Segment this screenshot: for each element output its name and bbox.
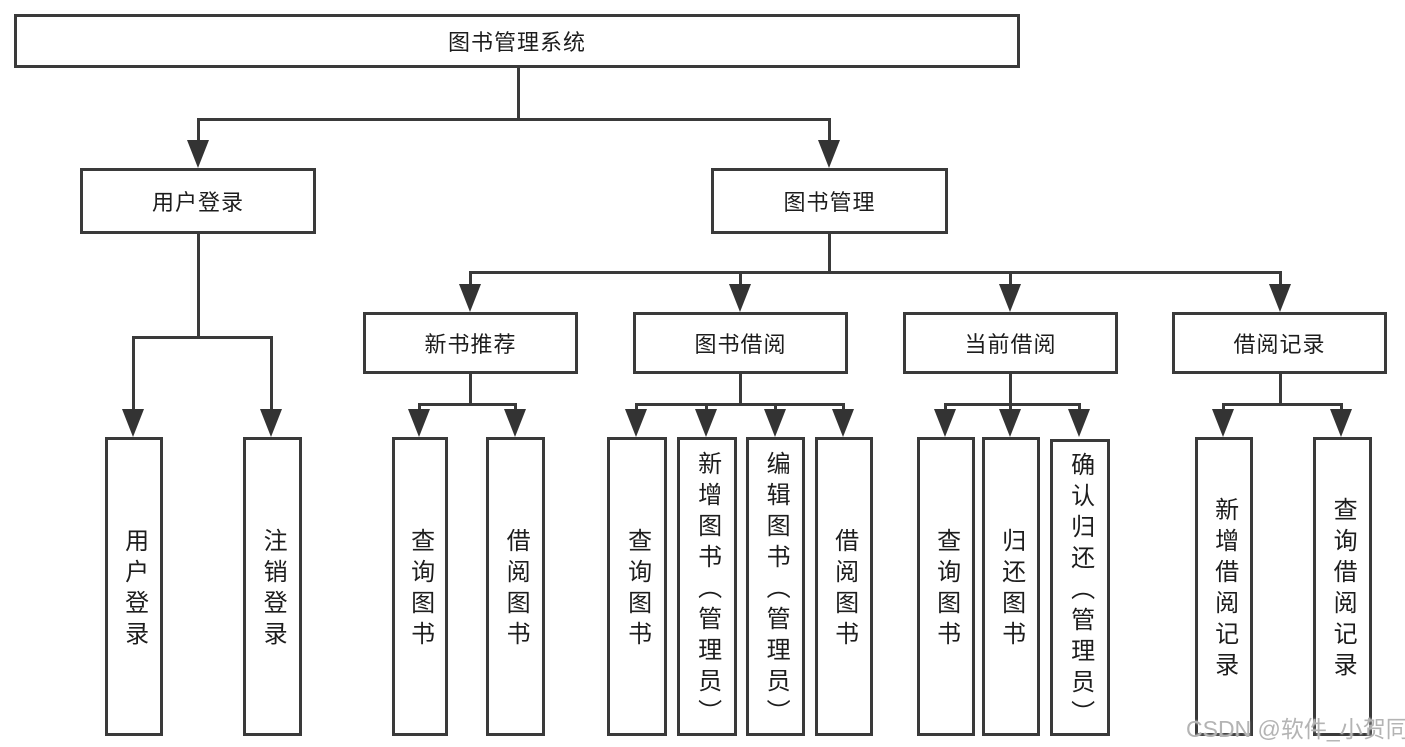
arrow-down-icon (504, 409, 526, 437)
edge-line (132, 336, 273, 339)
edge-line (270, 336, 273, 411)
node-rec-query-books: 查询图书 (392, 437, 448, 736)
csdn-watermark: CSDN @软件_小贺同学 (1186, 716, 1405, 742)
node-user-login: 用户登录 (80, 168, 316, 234)
edge-line (828, 234, 831, 274)
edge-line (197, 118, 200, 144)
edge-line (514, 403, 517, 411)
edge-line (739, 271, 742, 286)
edge-line (635, 403, 845, 406)
edge-line (132, 336, 135, 411)
node-bb-add-books-admin-label: 新增图书（管理员） (693, 450, 721, 730)
node-current-borrowing-label: 当前借阅 (964, 332, 1057, 357)
node-cb-query-books: 查询图书 (917, 437, 975, 736)
arrow-down-icon (934, 409, 956, 437)
arrow-down-icon (459, 284, 481, 312)
node-cb-confirm-return-admin: 确认归还（管理员） (1050, 439, 1110, 736)
node-book-borrowing: 图书借阅 (633, 312, 848, 374)
edge-line (469, 271, 472, 286)
node-leaf-user-login-label: 用户登录 (120, 528, 148, 652)
edge-line (517, 68, 520, 120)
edge-line (1009, 374, 1012, 406)
arrow-down-icon (1068, 409, 1090, 437)
edge-line (828, 118, 831, 144)
edge-line (1078, 403, 1081, 411)
edge-line (944, 403, 947, 411)
arrow-down-icon (818, 140, 840, 168)
node-rec-query-books-label: 查询图书 (406, 528, 434, 652)
arrow-down-icon (1269, 284, 1291, 312)
node-rec-borrow-books-label: 借阅图书 (502, 528, 530, 652)
arrow-down-icon (729, 284, 751, 312)
node-cb-return-books-label: 归还图书 (997, 528, 1025, 652)
edge-line (842, 403, 845, 411)
edge-line (197, 118, 831, 121)
node-br-add-record: 新增借阅记录 (1195, 437, 1253, 736)
edge-line (469, 271, 1282, 274)
arrow-down-icon (260, 409, 282, 437)
node-book-borrowing-label: 图书借阅 (694, 332, 787, 357)
node-bb-borrow-books-label: 借阅图书 (830, 528, 858, 652)
edge-line (705, 403, 708, 411)
arrow-down-icon (187, 140, 209, 168)
node-rec-borrow-books: 借阅图书 (486, 437, 545, 736)
node-borrowing-records: 借阅记录 (1172, 312, 1387, 374)
arrow-down-icon (122, 409, 144, 437)
edge-line (1009, 271, 1012, 286)
node-root-label: 图书管理系统 (447, 30, 586, 55)
edge-line (635, 403, 638, 411)
node-new-book-recommendation: 新书推荐 (363, 312, 578, 374)
arrow-down-icon (999, 409, 1021, 437)
node-bb-add-books-admin: 新增图书（管理员） (677, 437, 737, 736)
edge-line (469, 374, 472, 406)
edge-line (1009, 403, 1012, 411)
arrow-down-icon (1212, 409, 1234, 437)
edge-line (1340, 403, 1343, 411)
edge-line (1279, 374, 1282, 406)
node-bb-edit-books-admin-label: 编辑图书（管理员） (762, 450, 790, 730)
node-leaf-user-login: 用户登录 (105, 437, 163, 736)
edge-line (1222, 403, 1225, 411)
arrow-down-icon (1330, 409, 1352, 437)
node-bb-query-books: 查询图书 (607, 437, 667, 736)
node-current-borrowing: 当前借阅 (903, 312, 1118, 374)
node-br-query-record-label: 查询借阅记录 (1329, 497, 1357, 683)
node-leaf-logout: 注销登录 (243, 437, 302, 736)
edge-line (1222, 403, 1343, 406)
node-cb-query-books-label: 查询图书 (932, 528, 960, 652)
node-br-add-record-label: 新增借阅记录 (1210, 497, 1238, 683)
node-leaf-logout-label: 注销登录 (259, 528, 287, 652)
node-book-management-label: 图书管理 (783, 190, 876, 215)
arrow-down-icon (999, 284, 1021, 312)
node-br-query-record: 查询借阅记录 (1313, 437, 1372, 736)
node-root: 图书管理系统 (14, 14, 1020, 68)
node-cb-confirm-return-admin-label: 确认归还（管理员） (1066, 451, 1094, 731)
node-user-login-label: 用户登录 (151, 190, 244, 215)
node-new-book-recommendation-label: 新书推荐 (424, 332, 517, 357)
node-bb-edit-books-admin: 编辑图书（管理员） (746, 437, 805, 736)
arrow-down-icon (408, 409, 430, 437)
edge-line (774, 403, 777, 411)
arrow-down-icon (695, 409, 717, 437)
node-book-management: 图书管理 (711, 168, 948, 234)
edge-line (739, 374, 742, 406)
node-borrowing-records-label: 借阅记录 (1233, 332, 1326, 357)
edge-line (944, 403, 1081, 406)
node-bb-query-books-label: 查询图书 (623, 528, 651, 652)
edge-line (418, 403, 421, 411)
node-bb-borrow-books: 借阅图书 (815, 437, 873, 736)
arrow-down-icon (764, 409, 786, 437)
node-cb-return-books: 归还图书 (982, 437, 1040, 736)
edge-line (418, 403, 517, 406)
arrow-down-icon (625, 409, 647, 437)
edge-line (197, 234, 200, 339)
edge-line (1279, 271, 1282, 286)
arrow-down-icon (832, 409, 854, 437)
